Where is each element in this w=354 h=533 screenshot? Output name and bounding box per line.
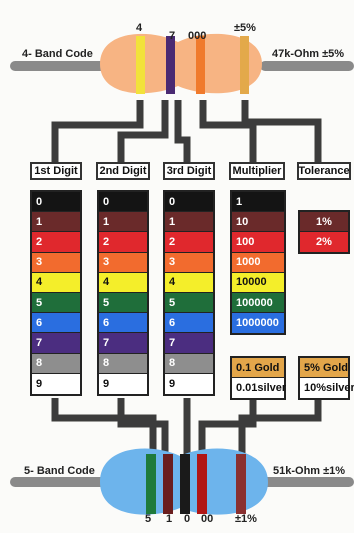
top-band-1 xyxy=(136,36,145,94)
second-digit-row: 9 xyxy=(99,373,147,394)
five-band-label: 5- Band Code xyxy=(24,465,95,477)
multiplier-row: 10 xyxy=(232,212,284,233)
header-tolerance: Tolerance xyxy=(297,162,351,180)
third-digit-row: 2 xyxy=(165,232,213,253)
first-digit-row: 4 xyxy=(32,272,80,293)
second-digit-row: 4 xyxy=(99,272,147,293)
first-digit-row: 5 xyxy=(32,292,80,314)
third-digit-row: 3 xyxy=(165,252,213,273)
bottom-band-3 xyxy=(180,454,190,514)
top-band-4 xyxy=(240,36,249,94)
multiplier-row: 1000000 xyxy=(232,313,284,334)
bottom-band-label-5: ±1% xyxy=(235,513,257,525)
bottom-resistor-bands xyxy=(146,454,246,514)
second-digit-row: 3 xyxy=(99,252,147,273)
multiplier-row: 100 xyxy=(232,232,284,253)
four-band-value: 47k-Ohm ±5% xyxy=(272,48,345,60)
multiplier-row: 1 xyxy=(232,192,284,213)
first-digit-row: 2 xyxy=(32,232,80,253)
third-digit-row: 8 xyxy=(165,353,213,374)
tolerance-row: 1% xyxy=(300,212,348,233)
tolerance-column: 1%2% xyxy=(298,210,350,255)
bottom-band-4 xyxy=(197,454,207,514)
top-band-2 xyxy=(166,36,175,94)
top-band-label-3: 000 xyxy=(188,30,207,42)
second-digit-row: 6 xyxy=(99,313,147,334)
first-digit-row: 3 xyxy=(32,252,80,273)
first-digit-row: 8 xyxy=(32,353,80,374)
second-digit-row: 0 xyxy=(99,192,147,213)
third-digit-row: 9 xyxy=(165,373,213,394)
multiplier-extra-row: 0.1 Gold xyxy=(232,358,284,379)
multiplier-row: 10000 xyxy=(232,272,284,293)
multiplier-extra-row: 0.01silver xyxy=(232,378,286,399)
second-digit-row: 1 xyxy=(99,212,147,233)
multiplier-row: 1000 xyxy=(232,252,284,273)
bottom-band-5 xyxy=(236,454,246,514)
tolerance-extra-row: 10%silver xyxy=(300,378,354,399)
first-digit-row: 0 xyxy=(32,192,80,213)
third-digit-row: 4 xyxy=(165,272,213,293)
third-digit-row: 1 xyxy=(165,212,213,233)
header-second-digit: 2nd Digit xyxy=(96,162,150,180)
tolerance-row: 2% xyxy=(300,232,348,253)
second-digit-row: 8 xyxy=(99,353,147,374)
bottom-band-label-2: 1 xyxy=(166,513,173,525)
top-resistor-bands xyxy=(136,36,249,94)
top-band-label-4: ±5% xyxy=(234,22,256,34)
header-third-digit: 3rd Digit xyxy=(163,162,215,180)
four-band-label: 4- Band Code xyxy=(22,48,93,60)
top-band-3 xyxy=(196,36,205,94)
second-digit-row: 5 xyxy=(99,292,147,314)
bottom-band-label-3: 0 xyxy=(184,513,191,525)
bottom-band-1 xyxy=(146,454,156,514)
header-multiplier: Multiplier xyxy=(229,162,285,180)
tolerance-extra-row: 5% Gold xyxy=(300,358,348,379)
first-digit-row: 6 xyxy=(32,313,80,334)
header-first-digit: 1st Digit xyxy=(30,162,82,180)
top-resistor-body xyxy=(100,33,262,94)
first-digit-row: 1 xyxy=(32,212,80,233)
bottom-band-label-1: 5 xyxy=(145,513,152,525)
multiplier-row: 100000 xyxy=(232,292,284,314)
top-band-label-1: 4 xyxy=(136,22,143,34)
bottom-band-label-4: 00 xyxy=(201,513,214,525)
second-digit-row: 2 xyxy=(99,232,147,253)
second-digit-row: 7 xyxy=(99,333,147,354)
third-digit-row: 6 xyxy=(165,313,213,334)
first-digit-row: 7 xyxy=(32,333,80,354)
five-band-value: 51k-Ohm ±1% xyxy=(273,465,346,477)
top-band-label-2: 7 xyxy=(169,30,176,42)
third-digit-row: 5 xyxy=(165,292,213,314)
third-digit-row: 7 xyxy=(165,333,213,354)
third-digit-row: 0 xyxy=(165,192,213,213)
first-digit-row: 9 xyxy=(32,373,80,394)
bottom-band-2 xyxy=(163,454,173,514)
